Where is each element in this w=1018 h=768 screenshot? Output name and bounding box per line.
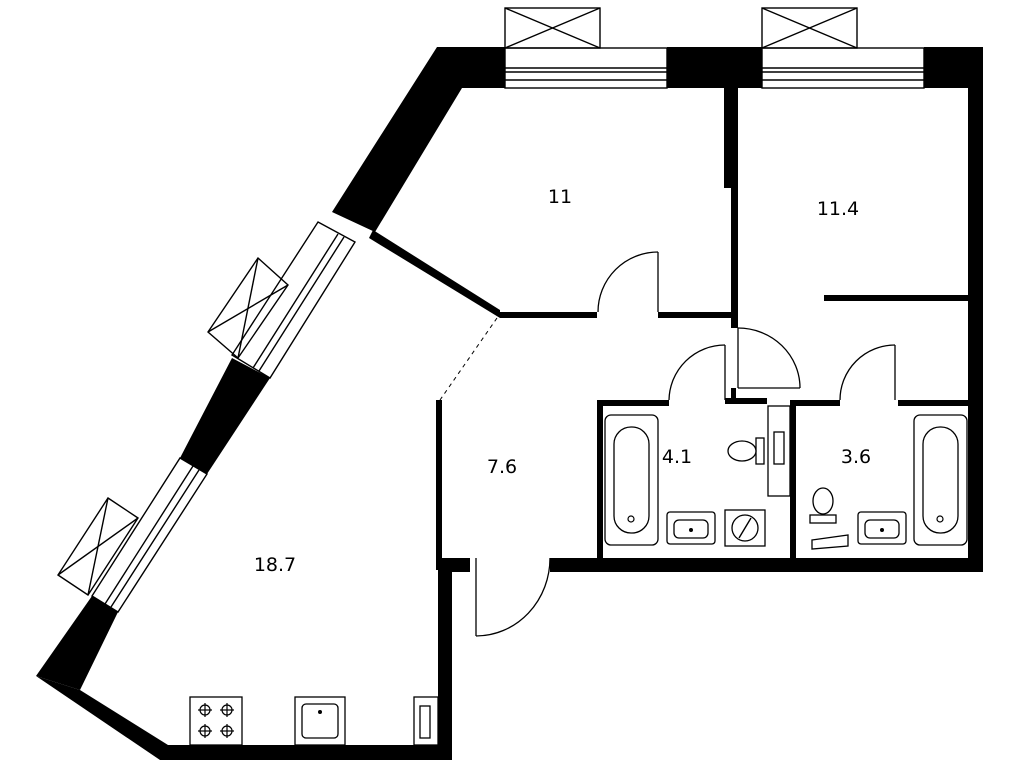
toilet-1 — [727, 437, 765, 465]
toilet-2 — [809, 487, 837, 524]
door-bedroom-2[interactable] — [737, 327, 801, 389]
area-label-bedroom-2: 11.4 — [817, 198, 859, 220]
stove-top — [189, 696, 243, 746]
window-top-right — [761, 47, 925, 89]
door-entrance[interactable] — [475, 557, 551, 637]
bathtub-2 — [913, 414, 968, 546]
area-label-hall: 7.6 — [487, 456, 517, 478]
window-top-left — [504, 47, 668, 89]
sink-1 — [666, 511, 716, 545]
area-label-kitchen-living: 18.7 — [254, 554, 296, 576]
kitchen-sink — [294, 696, 346, 746]
window-left-upper — [231, 221, 356, 379]
ac-unit-left-lower — [57, 497, 139, 596]
area-label-bedroom-1: 11 — [548, 186, 572, 208]
towel-warmer — [811, 534, 849, 550]
ac-unit-top-right — [761, 7, 858, 49]
door-bedroom-1[interactable] — [597, 251, 659, 313]
bathtub-1 — [604, 414, 659, 546]
door-bathroom-2[interactable] — [839, 344, 896, 401]
ac-unit-top-left — [504, 7, 601, 49]
zone-divider — [439, 317, 498, 401]
walls — [36, 47, 983, 760]
washing-machine — [724, 509, 766, 547]
area-label-bathroom-2: 3.6 — [841, 446, 871, 468]
window-left-lower — [91, 457, 208, 613]
door-bathroom-1[interactable] — [668, 344, 726, 401]
water-heater — [767, 405, 791, 497]
area-label-bathroom-1: 4.1 — [662, 446, 692, 468]
utility-cabinet — [413, 696, 439, 746]
sink-2 — [857, 511, 907, 545]
